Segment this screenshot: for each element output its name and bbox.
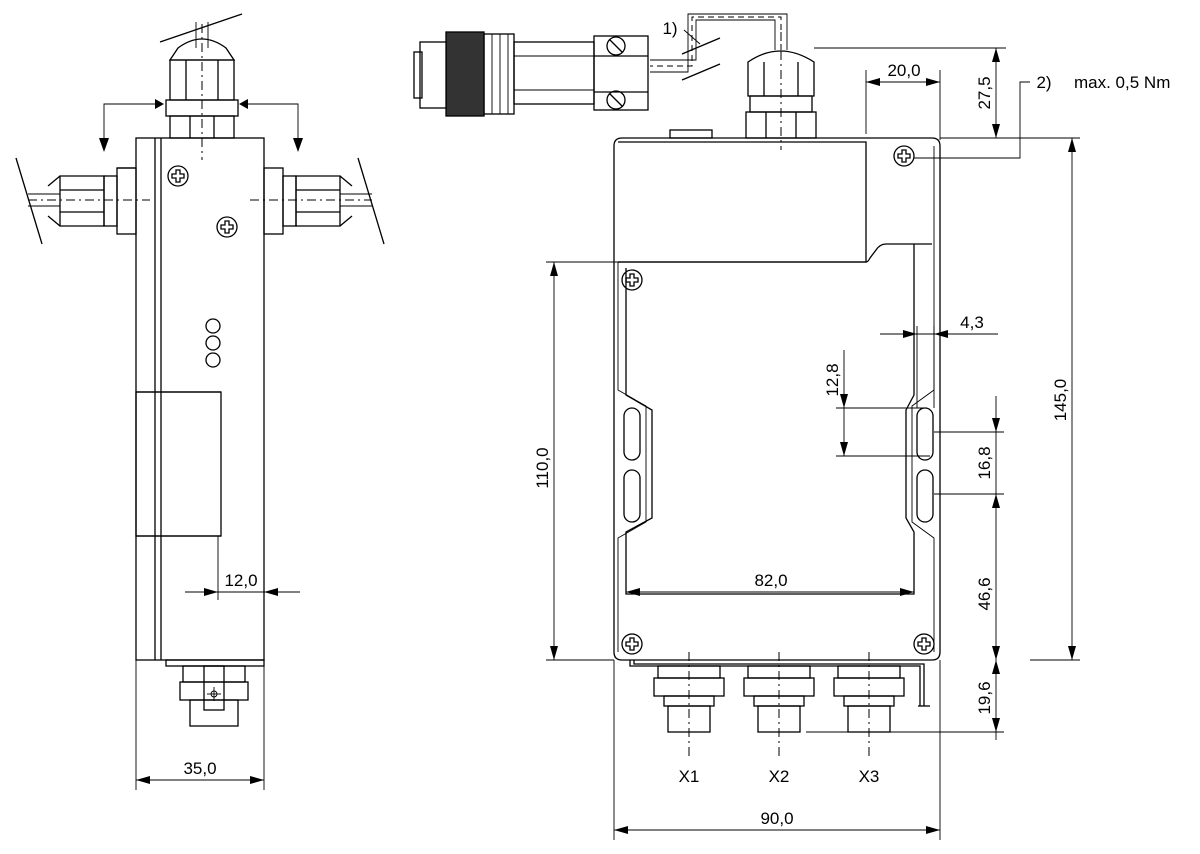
slot-left-lower — [623, 469, 641, 523]
dim-lower-height: 110,0 — [533, 447, 552, 488]
connector-x3-label: X3 — [859, 767, 880, 786]
slot-left-upper — [623, 407, 641, 461]
dim-slot-base: 46,6 — [975, 577, 994, 610]
led-3 — [205, 352, 221, 368]
front-top-gland — [669, 32, 817, 150]
side-view: 12,0 35,0 — [15, 13, 385, 790]
side-top-gland — [159, 13, 243, 160]
front-screw-mid-left — [621, 269, 643, 291]
led-1 — [205, 318, 221, 334]
connector-x2 — [743, 652, 815, 760]
rotation-arrows — [99, 99, 303, 152]
side-screw-mid — [216, 216, 238, 238]
front-screw-bottom-right — [913, 633, 935, 655]
dim-cable-height: 27,5 — [975, 76, 994, 109]
slot-right-lower — [916, 469, 934, 523]
note-2-label: 2) — [1036, 73, 1051, 92]
torque-note: max. 0,5 Nm — [1074, 73, 1170, 92]
dim-side-width: 35,0 — [183, 759, 216, 778]
dim-connector-depth: 19,6 — [975, 681, 994, 714]
cable-connector — [413, 13, 788, 117]
front-screw-top-right — [893, 145, 915, 167]
led-2 — [205, 335, 221, 351]
side-left-gland — [15, 157, 150, 245]
side-right-gland — [250, 157, 385, 245]
connector-x2-label: X2 — [769, 767, 790, 786]
bottom-bracket — [629, 660, 930, 707]
dim-slot-inset: 4,3 — [960, 313, 984, 332]
dim-side-offset: 12,0 — [224, 571, 257, 590]
dim-total-height: 145,0 — [1051, 379, 1070, 422]
front-screw-bottom-left — [621, 633, 643, 655]
dim-mount-width: 82,0 — [754, 571, 787, 590]
connector-x3 — [833, 652, 905, 760]
slot-right-upper — [916, 407, 934, 461]
connector-x1 — [653, 652, 725, 760]
dim-slot-pitch: 16,8 — [975, 446, 994, 479]
dim-top-offset: 20,0 — [887, 61, 920, 80]
side-block — [135, 391, 222, 537]
side-screw-top — [167, 165, 189, 187]
dim-total-width: 90,0 — [760, 809, 793, 828]
front-view: 1) X1 X2 — [413, 13, 1170, 840]
side-bottom-connector — [165, 659, 265, 727]
note-1-label: 1) — [662, 19, 677, 38]
connector-x1-label: X1 — [679, 767, 700, 786]
dim-slot-length: 12,8 — [823, 363, 842, 396]
front-housing-outline — [613, 137, 941, 661]
